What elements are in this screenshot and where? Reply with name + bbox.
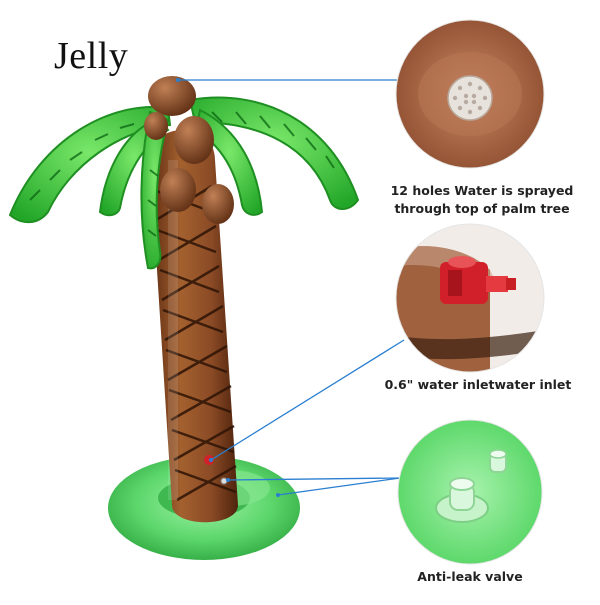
callout-anti-leak-valve-caption: Anti-leak valve <box>417 569 523 584</box>
detail-circle-spray-top <box>395 19 545 169</box>
palm-leaves <box>8 96 360 270</box>
brand-watermark: Jelly <box>54 35 129 77</box>
detail-circle-water-inlet <box>395 223 545 373</box>
pointer-lines <box>178 79 405 496</box>
callout-spray-holes-caption: 12 holes Water is sprayed through top of… <box>388 182 576 218</box>
palm-trunk <box>150 130 238 523</box>
callout-spray-line1: 12 holes Water is sprayed <box>390 183 574 198</box>
callout-spray-line2: through top of palm tree <box>394 201 570 216</box>
coconuts <box>144 76 234 224</box>
detail-circle-anti-leak-valve <box>397 419 543 565</box>
callout-water-inlet-caption: 0.6" water inletwater inlet <box>384 377 572 392</box>
